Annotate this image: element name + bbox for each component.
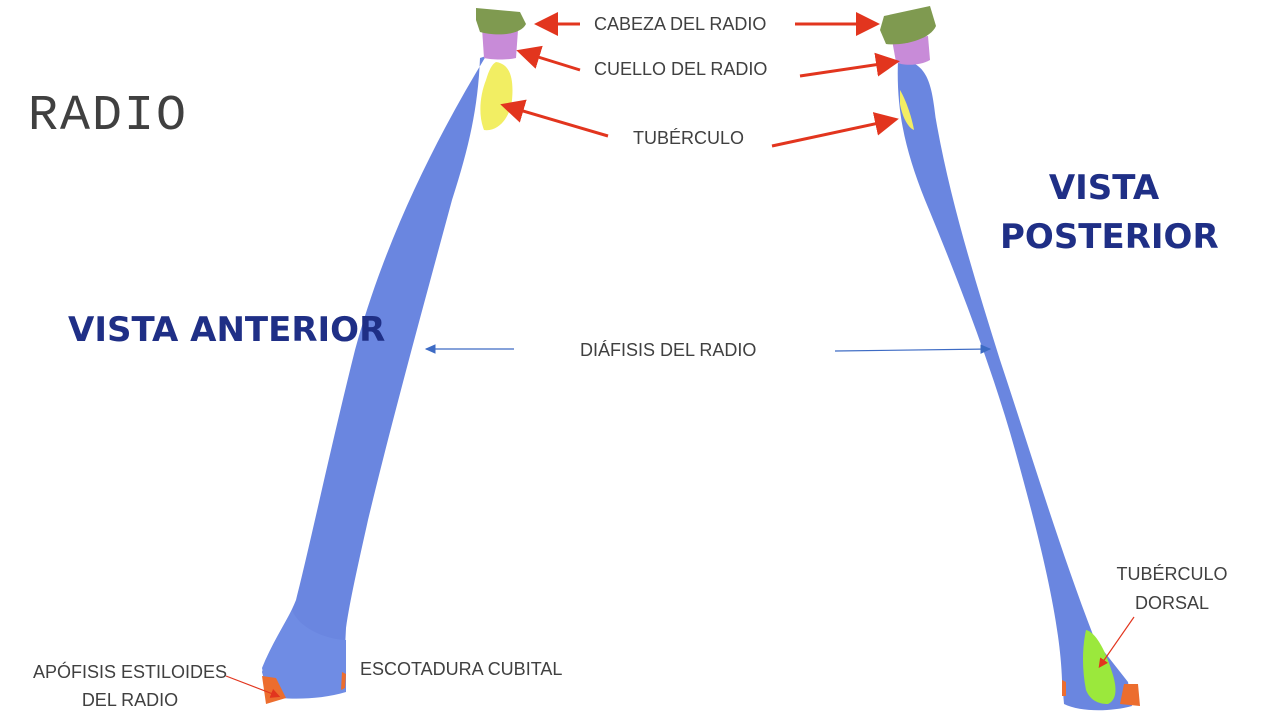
label-head: CABEZA DEL RADIO <box>594 14 767 34</box>
label-styloid-line1: APÓFISIS ESTILOIDES <box>32 662 228 682</box>
label-tubercle: TUBÉRCULO <box>633 128 745 148</box>
arrow-tubercle-left <box>500 99 609 138</box>
label-styloid: APÓFISIS ESTILOIDES DEL RADIO <box>24 659 236 715</box>
posterior-ulnar-edge <box>1062 680 1066 696</box>
posterior-tubercle <box>900 90 914 130</box>
anterior-tubercle <box>480 62 513 131</box>
label-neck: CUELLO DEL RADIO <box>594 59 768 79</box>
label-dorsal-tubercle: TUBÉRCULO DORSAL <box>1108 560 1236 618</box>
posterior-shaft <box>897 60 1132 711</box>
anterior-ulnar-notch <box>341 672 346 690</box>
anterior-head <box>476 8 526 35</box>
arrow-neck-right <box>799 52 900 78</box>
posterior-styloid-process <box>1120 684 1140 706</box>
arrow-styloid <box>225 675 281 698</box>
page-title: RADIO <box>28 88 189 145</box>
anterior-neck <box>482 28 518 60</box>
posterior-head <box>880 6 936 45</box>
view-posterior-line1: VISTA <box>1048 168 1160 208</box>
posterior-radius-bone <box>880 6 1140 711</box>
anterior-radius-bone <box>262 8 526 704</box>
label-styloid-line2: DEL RADIO <box>81 689 179 710</box>
label-shaft: DIÁFISIS DEL RADIO <box>580 340 757 360</box>
arrow-neck-left <box>516 45 581 72</box>
view-anterior-heading: VISTA ANTERIOR <box>68 306 385 355</box>
view-anterior-text: VISTA ANTERIOR <box>68 310 386 350</box>
anterior-distal-end <box>262 610 346 699</box>
view-posterior-line2: POSTERIOR <box>1000 217 1219 258</box>
label-ulnar-notch: ESCOTADURA CUBITAL <box>360 659 563 679</box>
arrow-dorsal-tubercle <box>1098 616 1135 668</box>
arrow-tubercle-right <box>771 112 899 148</box>
anterior-shaft <box>262 56 486 698</box>
view-posterior-heading: VISTA POSTERIOR <box>1000 164 1219 263</box>
arrow-shaft-right <box>834 344 992 354</box>
label-arrows <box>225 12 1135 698</box>
label-dorsal-tubercle-line1: TUBÉRCULO <box>1116 564 1228 584</box>
label-dorsal-tubercle-line2: DORSAL <box>1134 592 1210 613</box>
